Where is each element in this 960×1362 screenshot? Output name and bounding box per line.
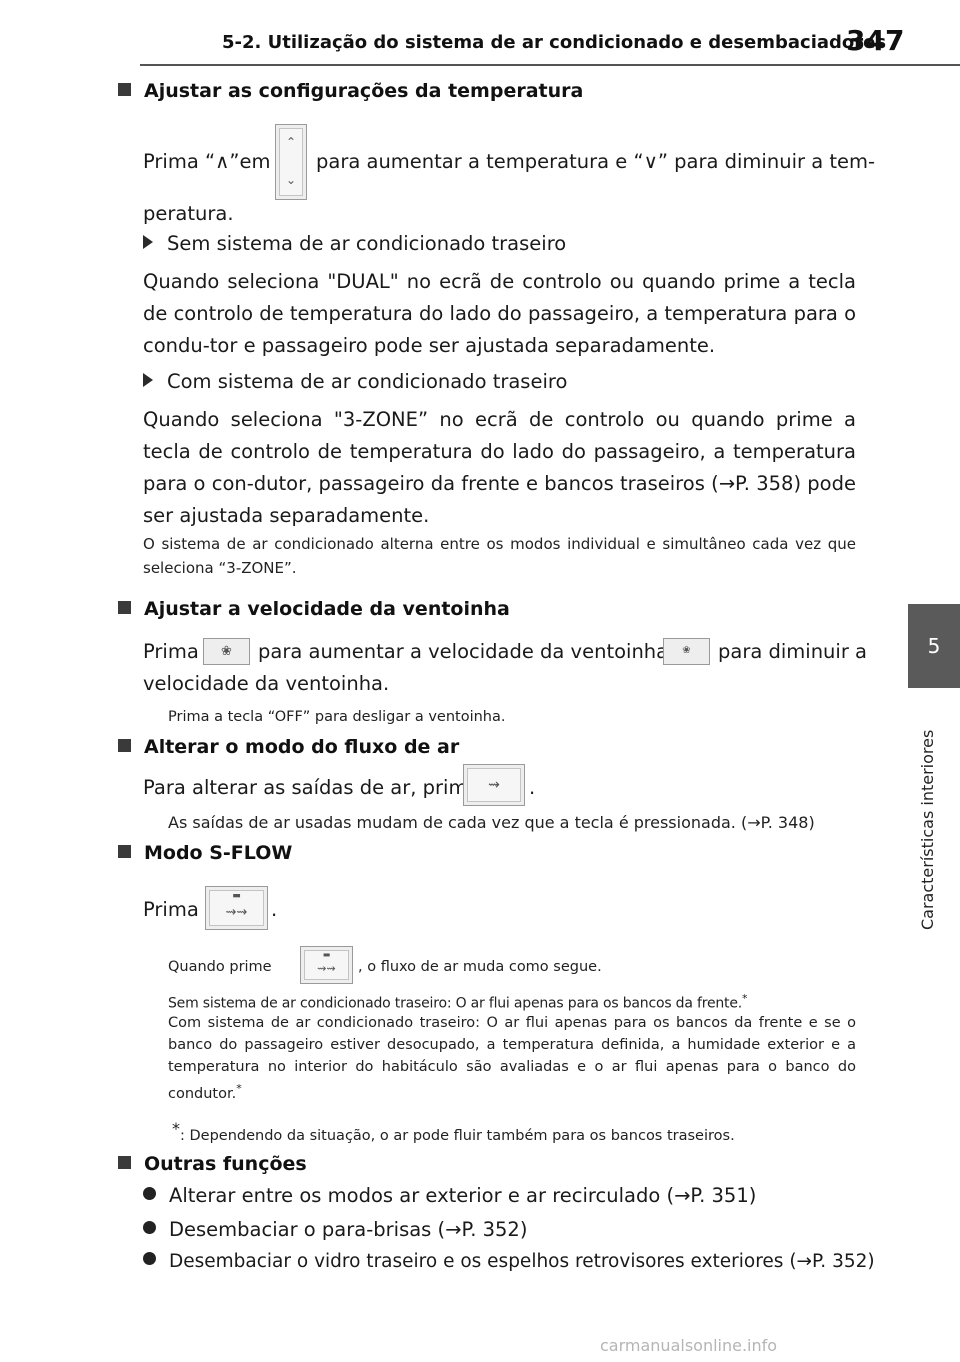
temperature-up-down-button-image: ⌃ ⌄ [275, 124, 307, 200]
note-airflow: As saídas de ar usadas mudam de cada vez… [168, 813, 815, 832]
fan-down-button-image: ❀ [663, 638, 710, 665]
round-bullet-icon [143, 1221, 156, 1234]
section-heading-temperature: Ajustar as configurações da temperatura [118, 80, 583, 102]
temp-instruction-line1-cont: para aumentar a temperatura e “∨” para d… [316, 150, 876, 173]
fan-text-d: velocidade da ventoinha. [143, 672, 390, 695]
fan-text-c: para diminuir a [718, 640, 868, 663]
chevron-down-icon: ⌄ [285, 173, 297, 187]
sflow-button-image: ▬ ⇝⇝ [205, 886, 268, 930]
sflow-button-small-image: ▬ ⇝⇝ [300, 946, 353, 984]
list-item: Alterar entre os modos ar exterior e ar … [143, 1184, 756, 1207]
page-number: 347 [846, 24, 905, 57]
round-bullet-icon [143, 1187, 156, 1200]
note-fan-off: Prima a tecla “OFF” para desligar a vent… [168, 709, 506, 725]
temp-instruction-line1: Prima “∧”em [143, 150, 271, 173]
round-bullet-icon [143, 1252, 156, 1265]
section-heading-sflow: Modo S-FLOW [118, 842, 292, 864]
item-without-rear-ac: Sem sistema de ar condicionado traseiro [143, 232, 566, 255]
paragraph-dual: Quando seleciona "DUAL" no ecrã de contr… [143, 270, 856, 357]
running-header-title: 5-2. Utilização do sistema de ar condici… [222, 32, 887, 53]
sflow-seats-icon: ⇝⇝ [317, 962, 336, 975]
asterisk-mark: * [236, 1082, 242, 1095]
airflow-text-a: Para alterar as saídas de ar, prima [143, 776, 480, 799]
note-3zone: O sistema de ar condicionado alterna ent… [143, 535, 856, 577]
chapter-tab: 5 [908, 604, 960, 688]
footnote: *: Dependendo da situação, o ar pode flu… [172, 1119, 735, 1144]
fan-up-button-image: ❀ [203, 638, 250, 665]
sflow-note-b: , o fluxo de ar muda como segue. [358, 959, 602, 975]
temp-instruction-line2: peratura. [143, 202, 234, 225]
square-bullet-icon [118, 83, 131, 96]
fan-small-icon: ❀ [682, 645, 691, 656]
paragraph-3zone: Quando seleciona "3-ZONE” no ecrã de con… [143, 408, 856, 527]
triangle-bullet-icon [143, 373, 153, 387]
section-heading-fan: Ajustar a velocidade da ventoinha [118, 598, 510, 620]
up-symbol: ∧ [215, 150, 230, 173]
fan-large-icon: ❀ [221, 644, 232, 659]
section-heading-other: Outras funções [118, 1153, 307, 1175]
airflow-seat-icon: ⇝ [488, 777, 500, 793]
square-bullet-icon [118, 739, 131, 752]
watermark: carmanualsonline.info [600, 1336, 778, 1355]
asterisk-mark: * [172, 1119, 180, 1138]
list-item: Desembaciar o para-brisas (→P. 352) [143, 1218, 527, 1241]
square-bullet-icon [118, 1156, 131, 1169]
airflow-text-b: . [529, 776, 536, 799]
item-with-rear-ac: Com sistema de ar condicionado traseiro [143, 370, 567, 393]
sflow-note-line2: Sem sistema de ar condicionado traseiro:… [168, 992, 748, 1012]
airflow-mode-button-image: ⇝ [463, 764, 525, 806]
sflow-text-a: Prima [143, 898, 199, 921]
triangle-bullet-icon [143, 235, 153, 249]
fan-text-a: Prima [143, 640, 199, 663]
sflow-seats-icon: ⇝⇝ [225, 905, 248, 920]
chevron-up-icon: ⌃ [285, 135, 297, 149]
sflow-note-line3: Com sistema de ar condicionado traseiro:… [168, 1015, 856, 1102]
chapter-side-label: Características interiores [918, 700, 944, 930]
asterisk-mark: * [742, 992, 748, 1005]
fan-text-b: para aumentar a velocidade da ventoinha … [258, 640, 687, 663]
indicator-bar-icon: ▬ [322, 950, 331, 959]
sflow-text-b: . [271, 898, 278, 921]
sflow-note-a: Quando prime [168, 959, 272, 975]
chapter-title: Características interiores [918, 729, 937, 930]
header-rule [140, 64, 960, 66]
square-bullet-icon [118, 601, 131, 614]
section-heading-airflow: Alterar o modo do fluxo de ar [118, 736, 459, 758]
square-bullet-icon [118, 845, 131, 858]
list-item: Desembaciar o vidro traseiro e os espelh… [143, 1251, 875, 1272]
indicator-bar-icon: ▬ [232, 891, 241, 901]
down-symbol: ∨ [643, 150, 658, 173]
